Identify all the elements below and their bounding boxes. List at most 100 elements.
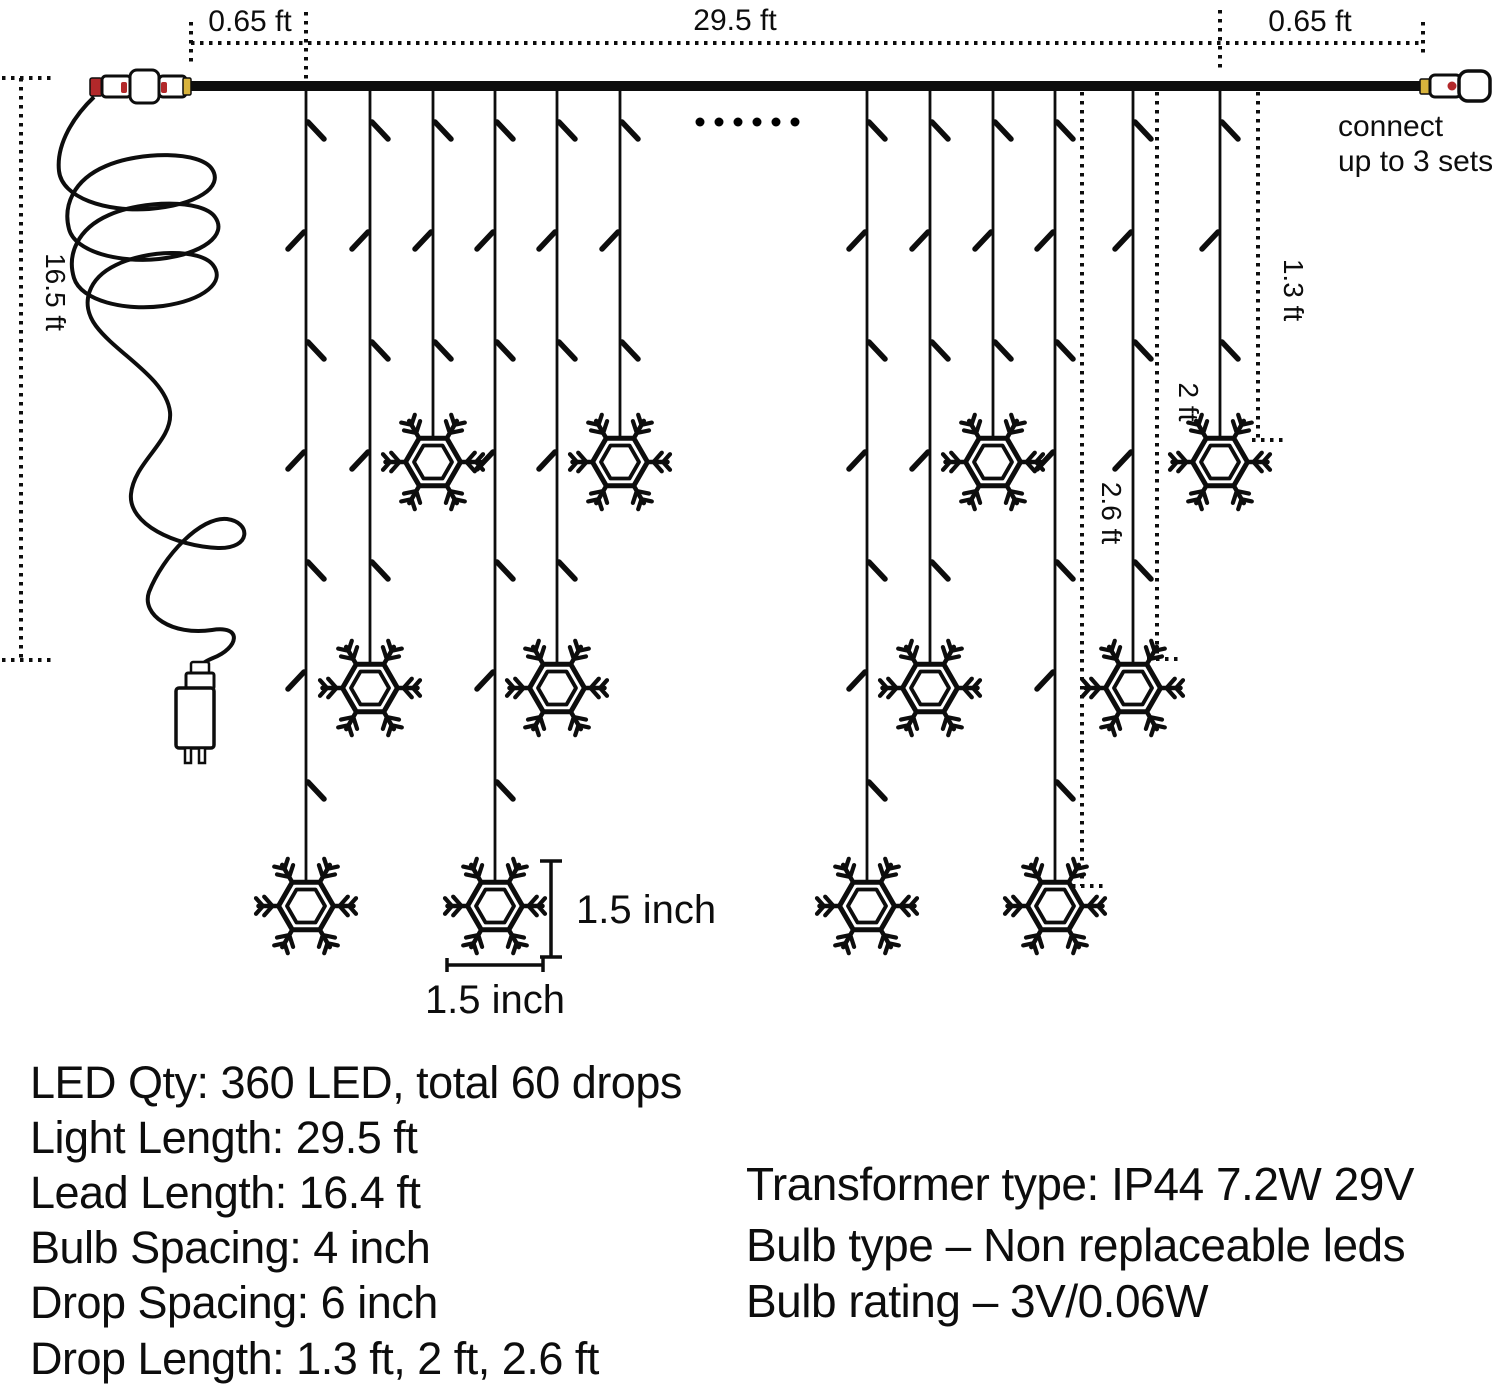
led-bulb-icon xyxy=(929,119,951,142)
led-bulb-icon xyxy=(972,229,994,252)
spec-drop-length: Drop Length: 1.3 ft, 2 ft, 2.6 ft xyxy=(30,1333,600,1384)
drop-string xyxy=(256,90,356,953)
light-drops xyxy=(256,90,1270,953)
led-bulb-icon xyxy=(494,559,516,582)
spec-led-qty: LED Qty: 360 LED, total 60 drops xyxy=(30,1057,682,1108)
led-bulb-icon xyxy=(1219,339,1241,362)
led-bulb-icon xyxy=(1034,669,1056,692)
led-bulb-icon xyxy=(866,559,888,582)
led-bulb-icon xyxy=(992,119,1014,142)
led-bulb-icon xyxy=(1112,449,1134,472)
led-bulb-icon xyxy=(369,119,391,142)
led-bulb-icon xyxy=(619,119,641,142)
spec-bulb-spacing: Bulb Spacing: 4 inch xyxy=(30,1222,430,1273)
drop-string xyxy=(943,90,1043,509)
top-dimension-lines xyxy=(189,10,1425,82)
led-bulb-icon xyxy=(305,119,327,142)
led-bulb-icon xyxy=(1054,779,1076,802)
led-bulb-icon xyxy=(1054,339,1076,362)
continuation-dots-icon xyxy=(695,117,800,127)
led-bulb-icon xyxy=(474,229,496,252)
snowflake-height-label: 1.5 inch xyxy=(576,888,716,932)
led-bulb-icon xyxy=(1054,119,1076,142)
connector-body xyxy=(128,68,161,105)
connector-red-mark xyxy=(161,82,167,93)
dim-span-label: 29.5 ft xyxy=(693,4,777,37)
led-bulb-icon xyxy=(536,229,558,252)
led-bulb-icon xyxy=(1199,229,1221,252)
dim-right-offset-label: 0.65 ft xyxy=(1268,5,1352,38)
drop-short-label: 1.3 ft xyxy=(1278,259,1309,321)
left-connector xyxy=(89,68,192,105)
drop-string xyxy=(445,90,545,953)
led-bulb-icon xyxy=(494,339,516,362)
led-bulb-icon xyxy=(556,339,578,362)
plug-prong xyxy=(197,746,207,765)
led-bulb-icon xyxy=(494,119,516,142)
plug-prong xyxy=(183,746,193,765)
spec-bulb-type: Bulb type – Non replaceable leds xyxy=(746,1219,1405,1271)
led-bulb-icon xyxy=(1132,559,1154,582)
led-bulb-icon xyxy=(1132,339,1154,362)
drop-medium-label: 2 ft xyxy=(1173,383,1204,422)
specs-right-block: Transformer type: IP44 7.2W 29V Bulb typ… xyxy=(746,1158,1415,1327)
led-bulb-icon xyxy=(866,339,888,362)
led-bulb-icon xyxy=(305,339,327,362)
connector-yellow-tip xyxy=(182,77,192,96)
led-bulb-icon xyxy=(992,339,1014,362)
led-bulb-icon xyxy=(432,119,454,142)
led-bulb-icon xyxy=(846,449,868,472)
led-bulb-icon xyxy=(349,229,371,252)
led-bulb-icon xyxy=(846,669,868,692)
led-bulb-icon xyxy=(369,339,391,362)
drop-string xyxy=(320,90,420,735)
led-bulb-icon xyxy=(474,669,496,692)
right-connector xyxy=(1419,69,1492,103)
led-bulb-icon xyxy=(285,669,307,692)
power-plug xyxy=(174,660,216,765)
spec-bulb-rating: Bulb rating – 3V/0.06W xyxy=(746,1275,1209,1327)
drop-string xyxy=(880,90,980,735)
led-bulb-icon xyxy=(556,119,578,142)
led-bulb-icon xyxy=(866,779,888,802)
connect-note-line1: connect xyxy=(1338,110,1444,143)
spec-light-length: Light Length: 29.5 ft xyxy=(30,1112,418,1163)
led-bulb-icon xyxy=(599,229,621,252)
snowflake-measure-brackets xyxy=(445,859,562,972)
led-bulb-icon xyxy=(1132,119,1154,142)
led-bulb-icon xyxy=(846,229,868,252)
drop-string xyxy=(383,90,483,509)
connector-red-clip xyxy=(89,77,103,97)
connector-end-cap xyxy=(1457,69,1492,103)
plug-body xyxy=(174,686,216,750)
led-bulb-icon xyxy=(929,559,951,582)
connector-red-mark xyxy=(121,82,127,93)
lead-length-label: 16.5 ft xyxy=(40,253,71,331)
led-bulb-icon xyxy=(619,339,641,362)
led-bulb-icon xyxy=(285,449,307,472)
led-bulb-icon xyxy=(285,229,307,252)
drop-dimension-lines xyxy=(1072,92,1286,888)
led-bulb-icon xyxy=(349,449,371,472)
led-bulb-icon xyxy=(1034,449,1056,472)
power-cord-coil xyxy=(56,95,247,668)
led-bulb-icon xyxy=(432,339,454,362)
led-bulb-icon xyxy=(866,119,888,142)
lead-dimension-lines xyxy=(2,76,52,662)
connector-red-mark xyxy=(1447,81,1457,91)
led-bulb-icon xyxy=(369,559,391,582)
drop-long-label: 2.6 ft xyxy=(1096,482,1127,544)
led-bulb-icon xyxy=(305,559,327,582)
drop-string xyxy=(1170,90,1270,509)
led-bulb-icon xyxy=(412,229,434,252)
led-bulb-icon xyxy=(1112,229,1134,252)
spec-transformer-type: Transformer type: IP44 7.2W 29V xyxy=(746,1158,1415,1210)
led-bulb-icon xyxy=(929,339,951,362)
led-bulb-icon xyxy=(536,449,558,472)
drop-string xyxy=(817,90,917,953)
led-bulb-icon xyxy=(1034,229,1056,252)
drop-string xyxy=(507,90,607,735)
snowflake-width-label: 1.5 inch xyxy=(425,978,565,1022)
drop-string xyxy=(1005,90,1105,953)
